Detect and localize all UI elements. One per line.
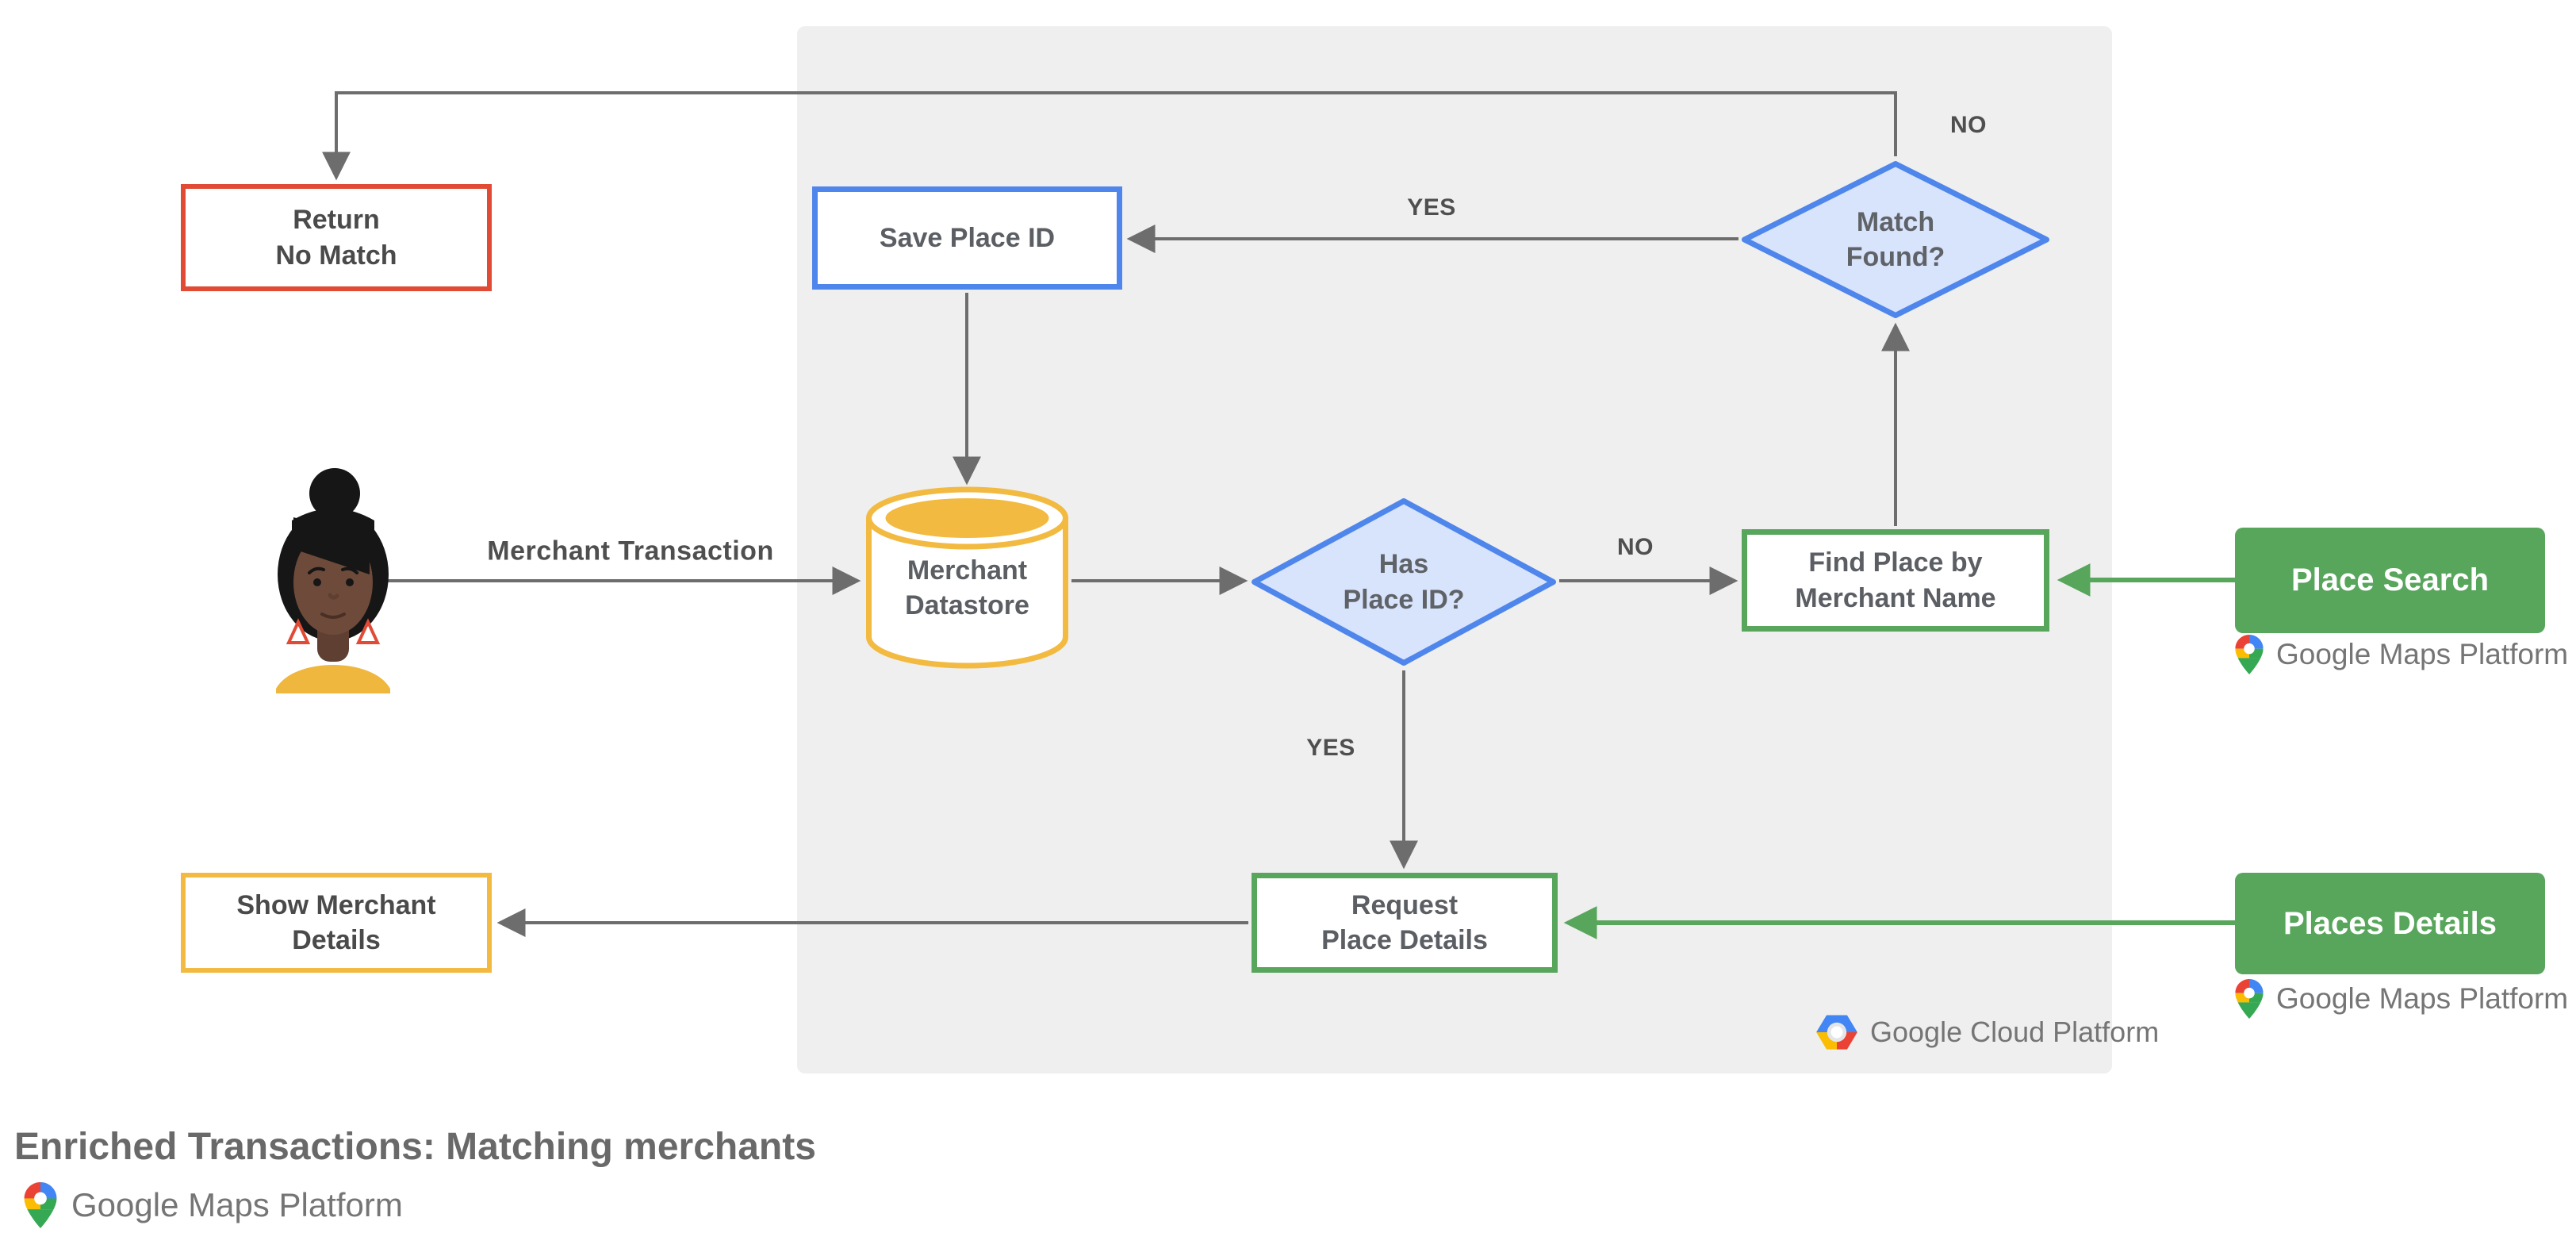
node-places-details-label: Places Details — [2283, 905, 2497, 941]
maps-platform-brand-text: Google Maps Platform — [71, 1186, 403, 1223]
node-request-place-details: Request Place Details — [1252, 873, 1558, 973]
edge-label-match-found-yes: YES — [1407, 194, 1456, 221]
google-maps-pin-icon — [24, 1182, 57, 1228]
edge-label-match-found-no: NO — [1950, 112, 1987, 138]
node-places-details: Places Details — [2235, 873, 2545, 974]
node-save-place-id: Save Place ID — [812, 186, 1122, 290]
google-cloud-hexagon-icon — [1816, 1015, 1857, 1050]
edge-match-found-no — [322, 91, 1897, 181]
node-place-search-label: Place Search — [2290, 563, 2490, 597]
google-maps-pin-icon — [2235, 635, 2264, 674]
match-found-diamond-shape — [1742, 161, 2049, 318]
cloud-platform-brand: Google Cloud Platform — [1816, 1014, 2159, 1050]
merchant-user-avatar — [276, 468, 390, 693]
node-show-merchant-details: Show Merchant Details — [181, 873, 492, 973]
node-has-place-id-label: Has Place ID? — [1343, 549, 1465, 615]
node-request-place-details-label: Request Place Details — [1321, 889, 1488, 955]
node-has-place-id: Has Place ID? — [1252, 498, 1556, 666]
edge-label-merchant-transaction: Merchant Transaction — [487, 536, 774, 566]
node-find-place-by-merchant-name: Find Place by Merchant Name — [1742, 529, 2049, 632]
maps-platform-brand-place-search: Google Maps Platform — [2235, 635, 2568, 674]
maps-platform-brand-text: Google Maps Platform — [2276, 638, 2569, 670]
node-return-no-match-label: Return No Match — [275, 205, 397, 271]
node-return-no-match: Return No Match — [181, 184, 492, 291]
maps-platform-brand-text: Google Maps Platform — [2276, 982, 2569, 1015]
maps-platform-brand-places-details: Google Maps Platform — [2235, 979, 2568, 1019]
node-find-place-label: Find Place by Merchant Name — [1795, 547, 1996, 613]
node-show-merchant-details-label: Show Merchant Details — [236, 889, 436, 955]
datastore-cylinder-icon — [866, 486, 1068, 669]
node-merchant-datastore-label: Merchant Datastore — [905, 555, 1029, 621]
diagram-title: Enriched Transactions: Matching merchant… — [14, 1126, 816, 1168]
node-match-found: Match Found? — [1742, 161, 2049, 318]
has-place-id-diamond-shape — [1252, 498, 1556, 666]
node-match-found-label: Match Found? — [1846, 206, 1945, 272]
node-merchant-datastore: Merchant Datastore — [866, 486, 1068, 669]
node-save-place-id-label: Save Place ID — [879, 222, 1056, 253]
google-maps-pin-icon — [2235, 979, 2264, 1019]
cloud-platform-brand-text: Google Cloud Platform — [1870, 1016, 2160, 1048]
node-place-search: Place Search — [2235, 528, 2545, 633]
edge-label-has-place-id-yes: YES — [1306, 735, 1355, 761]
edge-label-has-place-id-no: NO — [1617, 534, 1654, 560]
maps-platform-brand-footer: Google Maps Platform — [24, 1182, 403, 1228]
